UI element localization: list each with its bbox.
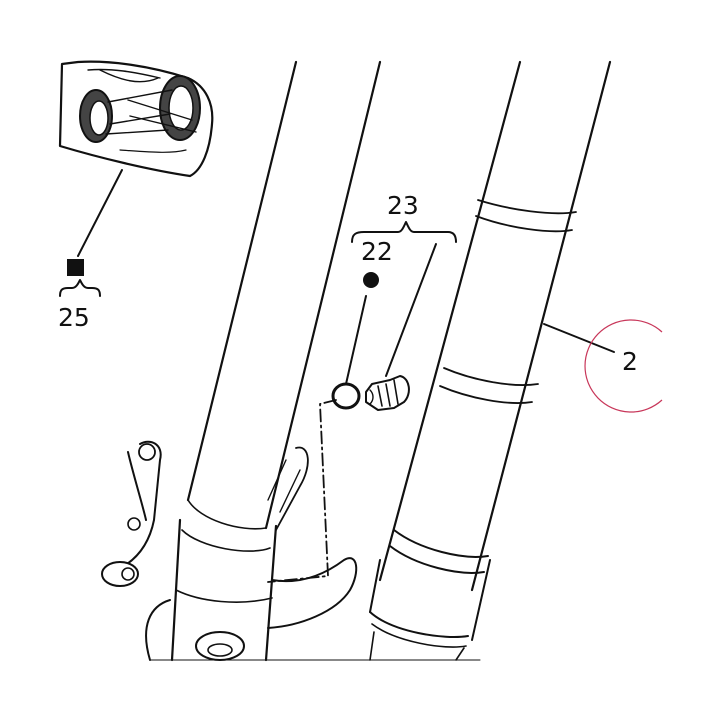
callout-22: 22 [345,237,393,385]
seal-kit-inset [58,60,214,178]
bracket-icon [351,221,457,243]
callout-23: 23 [351,191,457,377]
callout-2: 2 [543,319,663,413]
filled-square-bullet-icon [67,259,84,276]
bleed-valve-icon [365,375,410,411]
left-fork-tube [181,60,382,552]
bracket-icon [59,279,101,297]
callout-22-label: 22 [361,237,393,266]
o-ring-icon [331,382,361,410]
callout-2-label: 2 [622,347,638,376]
assembly-dashed-line [267,399,337,583]
right-fork-tube [369,60,612,661]
callout-25-label: 25 [58,303,90,332]
filled-circle-bullet-icon [363,272,379,288]
callout-23-label: 23 [387,191,419,220]
highlight-circle [584,319,663,413]
callout-25: 25 [58,169,123,332]
bleed-valve-assembly [267,375,410,583]
fork-lower-bracket [101,440,358,662]
